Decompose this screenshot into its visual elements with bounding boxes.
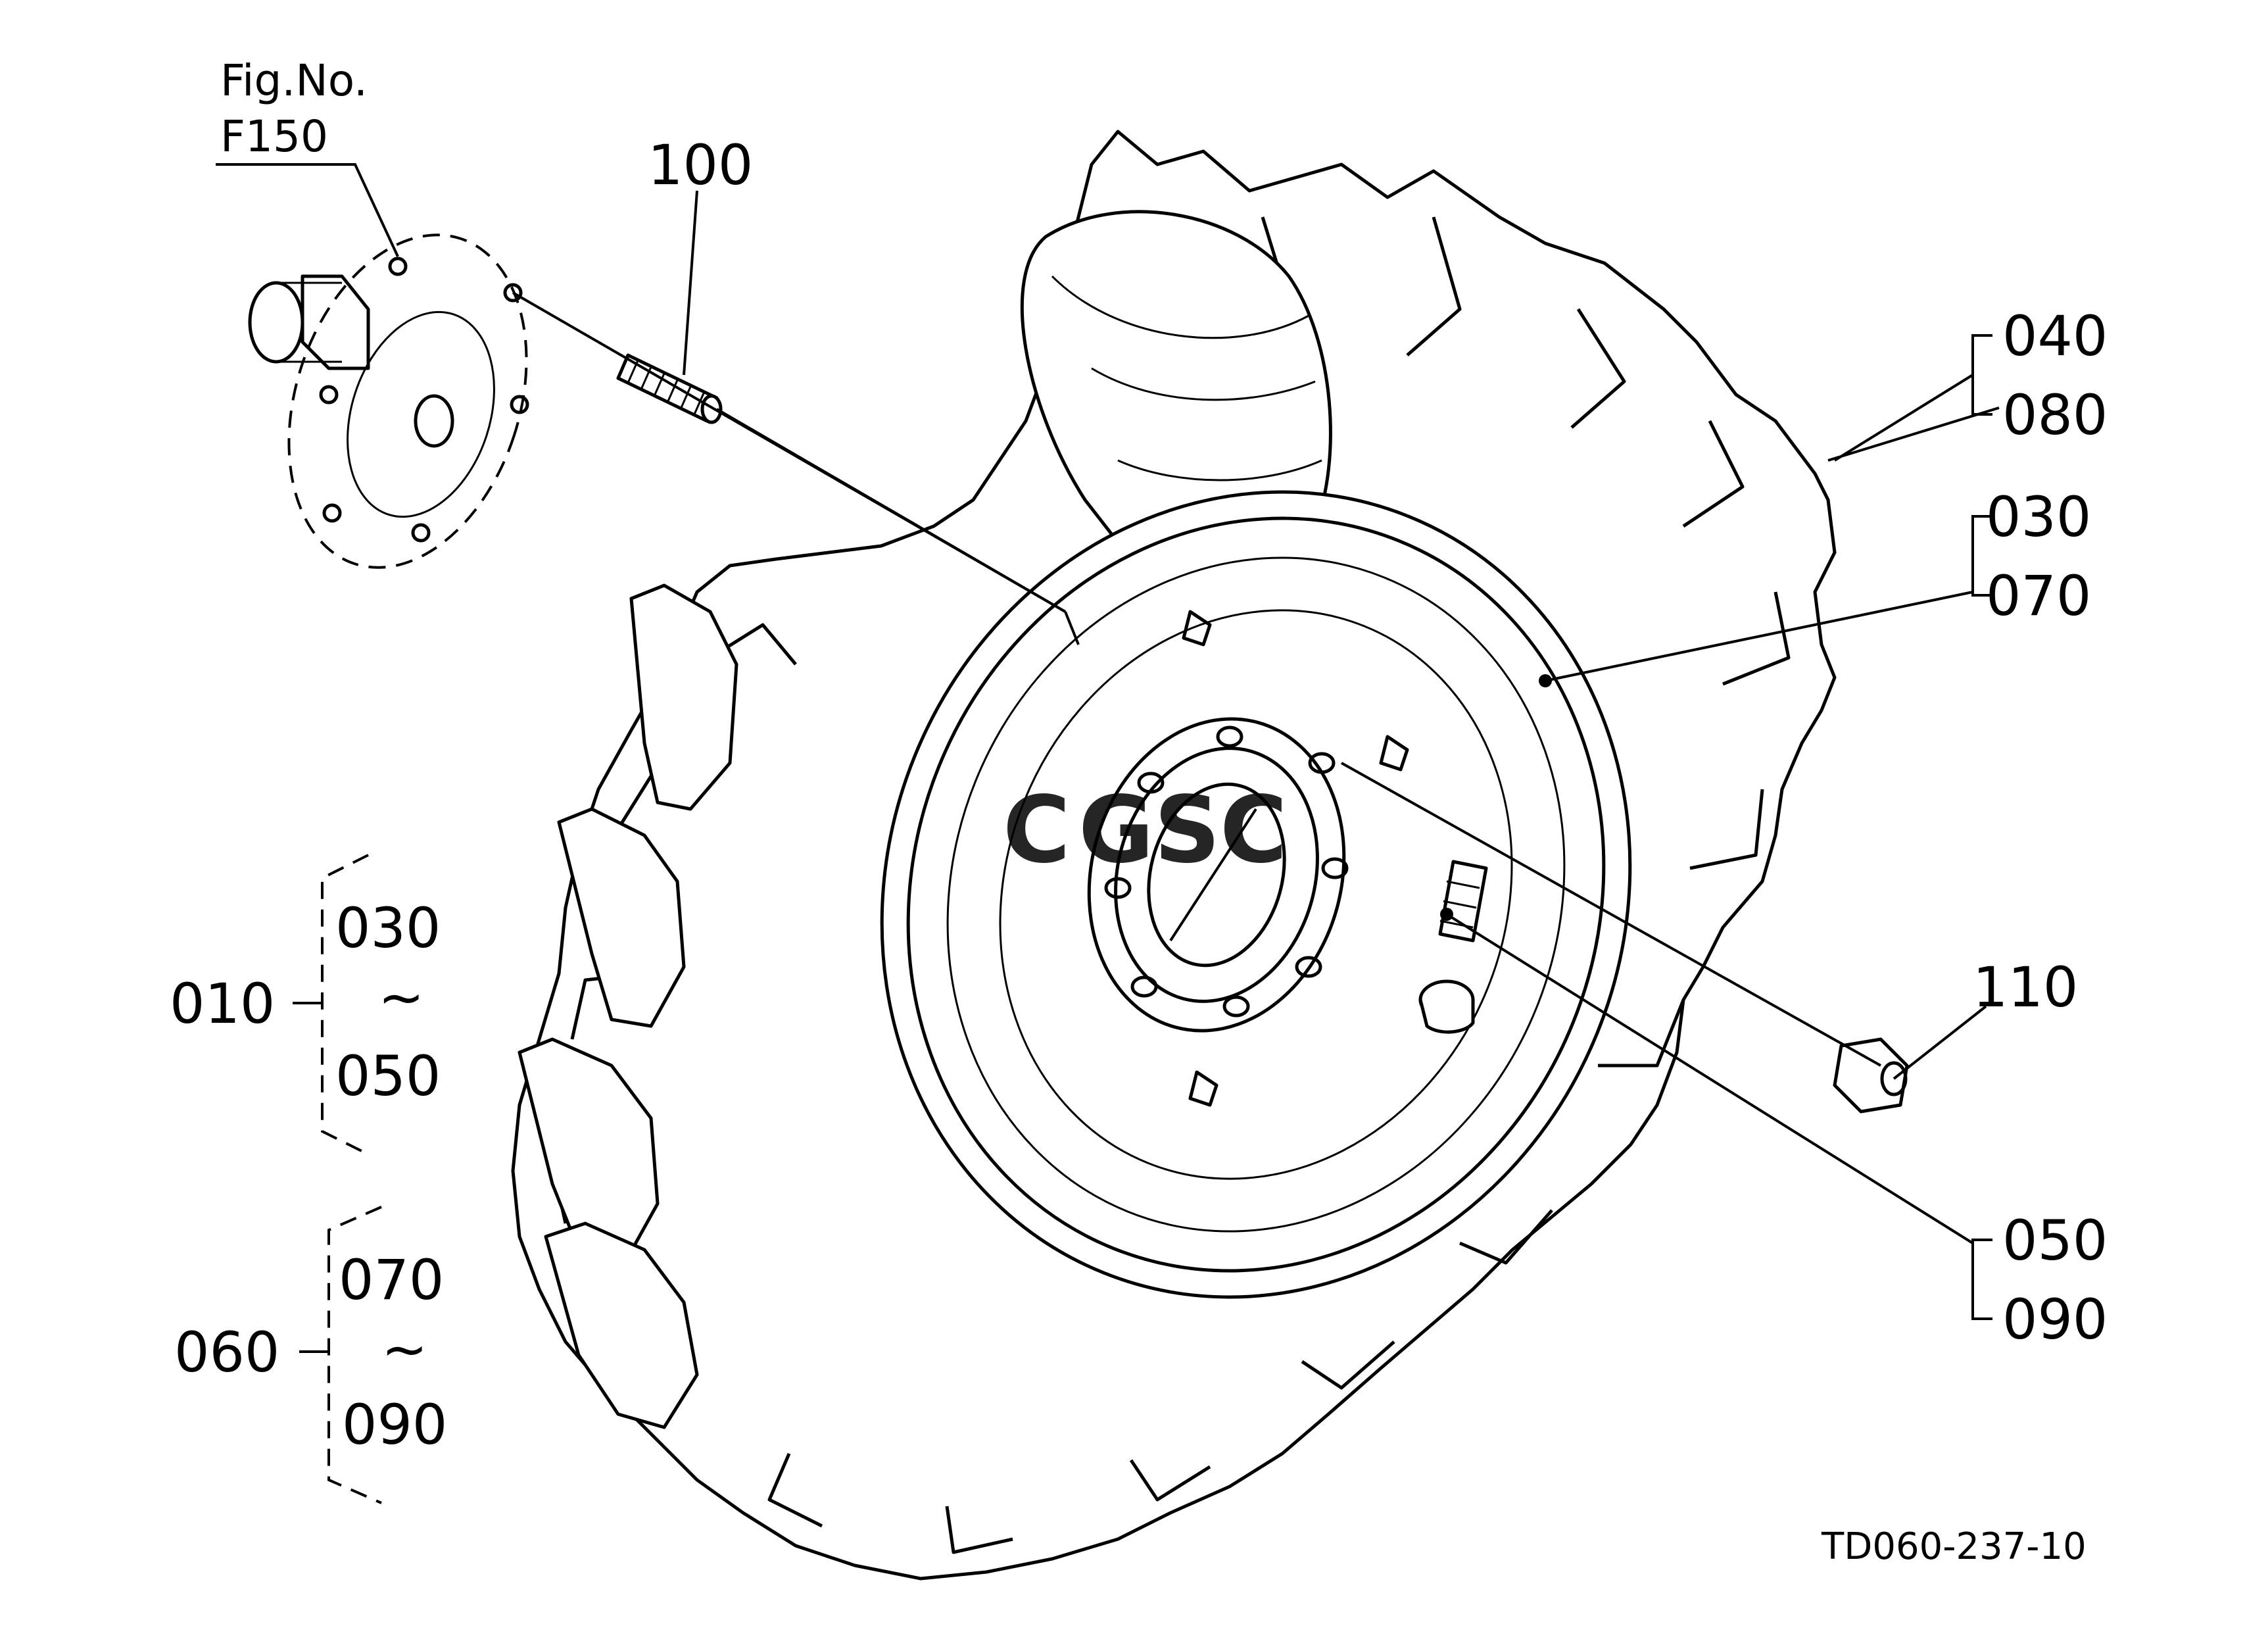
callout-080: 080 bbox=[2002, 383, 2108, 447]
callout-100: 100 bbox=[648, 133, 753, 197]
group-060-id: 060 bbox=[174, 1320, 279, 1385]
watermark-logo: C G S C bbox=[1003, 777, 1288, 884]
group-060-to: 090 bbox=[342, 1392, 447, 1457]
callout-090: 090 bbox=[2002, 1287, 2108, 1352]
svg-text:S: S bbox=[1154, 777, 1220, 884]
hub-flange-f150 bbox=[248, 234, 529, 569]
group-060-from: 070 bbox=[339, 1248, 444, 1312]
group-010-id: 010 bbox=[170, 971, 275, 1036]
group-010-to: 050 bbox=[335, 1044, 441, 1108]
leader-lines bbox=[216, 163, 2000, 1504]
figure-ref-label: Fig.No. bbox=[220, 55, 368, 106]
svg-text:G: G bbox=[1078, 777, 1154, 884]
wheel-hub bbox=[1087, 610, 1409, 1107]
callout-110: 110 bbox=[1973, 955, 2078, 1020]
drawing-code: TD060-237-10 bbox=[1821, 1525, 2087, 1568]
callout-030: 030 bbox=[1986, 485, 2091, 549]
wheel-nut bbox=[1833, 1037, 1909, 1114]
valve-stem bbox=[1418, 860, 1488, 1034]
svg-text:C: C bbox=[1220, 777, 1288, 884]
group-010-from: 030 bbox=[335, 896, 441, 960]
group-060-tilde: ~ bbox=[381, 1317, 427, 1381]
svg-text:C: C bbox=[1003, 777, 1071, 884]
callout-040: 040 bbox=[2002, 304, 2108, 368]
group-010-tilde: ~ bbox=[378, 965, 424, 1029]
callout-050: 050 bbox=[2002, 1208, 2108, 1273]
stud-bolt bbox=[616, 353, 723, 424]
callout-070: 070 bbox=[1986, 564, 2091, 628]
figure-ref-number: F150 bbox=[220, 111, 328, 162]
